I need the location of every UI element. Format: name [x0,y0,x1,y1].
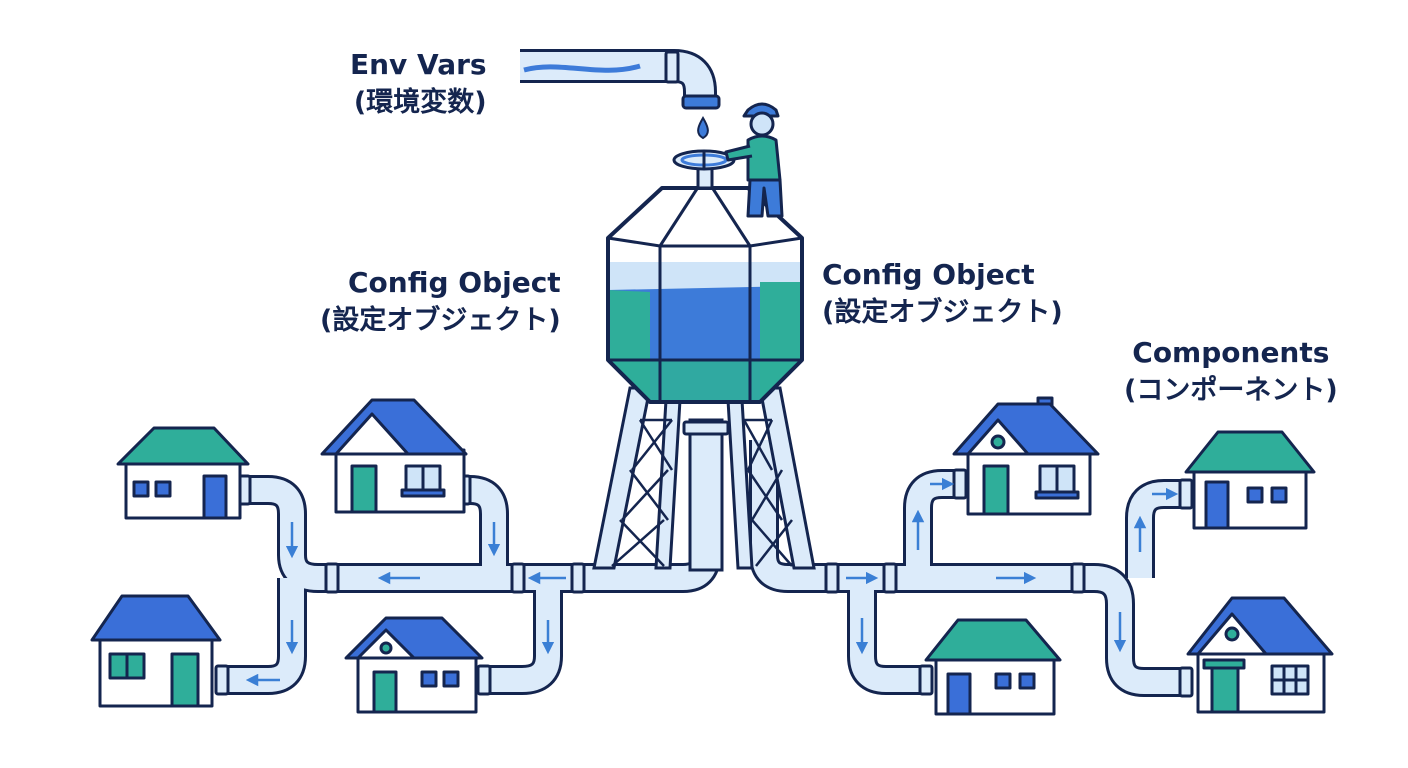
water-drop-icon [697,116,709,140]
flow-arrow-icon [846,477,1179,655]
label-config-right-title: Config Object [822,258,1035,291]
label-env-vars-subtitle: (環境変数) [353,87,487,118]
label-config-left-subtitle: (設定オブジェクト) [320,305,561,336]
water-tower-icon [592,166,816,572]
label-config-left-title: Config Object [348,266,561,299]
house-icon [90,594,222,708]
right-pipe-network [749,440,1194,698]
house-icon [1184,430,1316,530]
house-icon [924,618,1062,716]
left-pipe-network [214,430,724,696]
label-components: Components (コンポーネント) [1124,334,1338,410]
house-icon [116,426,250,520]
label-env-vars-title: Env Vars [350,48,487,81]
label-config-object-left: Config Object (設定オブジェクト) [320,264,561,340]
house-icon [344,616,484,714]
house-icon [952,396,1100,516]
label-config-object-right: Config Object (設定オブジェクト) [822,256,1063,332]
faucet-pipe-icon [520,49,721,110]
house-icon [1186,596,1334,714]
label-config-right-subtitle: (設定オブジェクト) [822,297,1063,328]
worker-icon [724,102,784,218]
label-env-vars: Env Vars (環境変数) [350,46,487,122]
house-icon [320,398,468,514]
label-components-subtitle: (コンポーネント) [1124,375,1338,406]
label-components-title: Components [1132,336,1330,369]
valve-wheel-icon [672,149,736,171]
